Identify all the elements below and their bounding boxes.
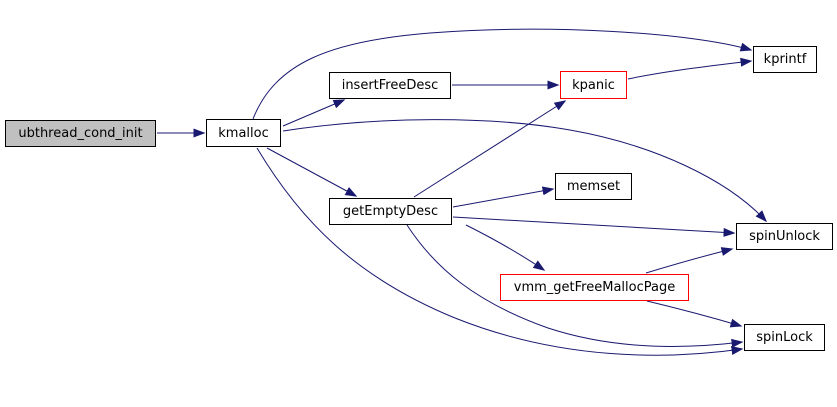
node-label: getEmptyDesc (342, 204, 439, 219)
node-label: ubthread_cond_init (18, 126, 143, 141)
edge-kmalloc-to-getEmptyDesc (266, 147, 358, 197)
edge-vmm_getFreeMallocPage-to-spinLock (646, 300, 743, 328)
node-kprintf[interactable]: kprintf (753, 46, 817, 73)
edge-kmalloc-to-kprintf (252, 28, 753, 120)
node-label: vmm_getFreeMallocPage (513, 280, 676, 295)
node-spinUnlock[interactable]: spinUnlock (736, 223, 833, 250)
node-kpanic[interactable]: kpanic (560, 71, 627, 99)
edge-getEmptyDesc-to-spinLock (406, 224, 744, 348)
node-getEmptyDesc[interactable]: getEmptyDesc (329, 198, 452, 225)
node-memset[interactable]: memset (555, 173, 632, 200)
edge-getEmptyDesc-to-memset (452, 186, 555, 208)
edge-getEmptyDesc-to-kpanic (413, 100, 567, 198)
node-insertFreeDesc[interactable]: insertFreeDesc (329, 72, 451, 99)
edge-getEmptyDesc-to-vmm_getFreeMallocPage (465, 224, 546, 271)
node-vmm_getFreeMallocPage[interactable]: vmm_getFreeMallocPage (500, 274, 689, 301)
edge-kmalloc-to-insertFreeDesc (282, 99, 346, 127)
node-spinLock[interactable]: spinLock (744, 324, 825, 351)
node-label: kpanic (572, 77, 615, 93)
node-kmalloc[interactable]: kmalloc (206, 119, 281, 147)
edge-getEmptyDesc-to-spinUnlock (452, 216, 736, 237)
edge-kmalloc-to-spinUnlock (282, 119, 768, 223)
node-label: spinUnlock (749, 229, 820, 244)
edge-kpanic-to-kprintf (627, 57, 753, 80)
node-ubthread_cond_init[interactable]: ubthread_cond_init (5, 120, 156, 147)
node-label: insertFreeDesc (341, 78, 439, 93)
edge-vmm_getFreeMallocPage-to-spinUnlock (645, 247, 734, 274)
node-label: kmalloc (218, 125, 269, 141)
node-label: spinLock (756, 330, 813, 345)
edge-kmalloc-to-spinLock (256, 147, 744, 356)
node-label: kprintf (763, 52, 807, 67)
node-label: memset (566, 179, 621, 194)
